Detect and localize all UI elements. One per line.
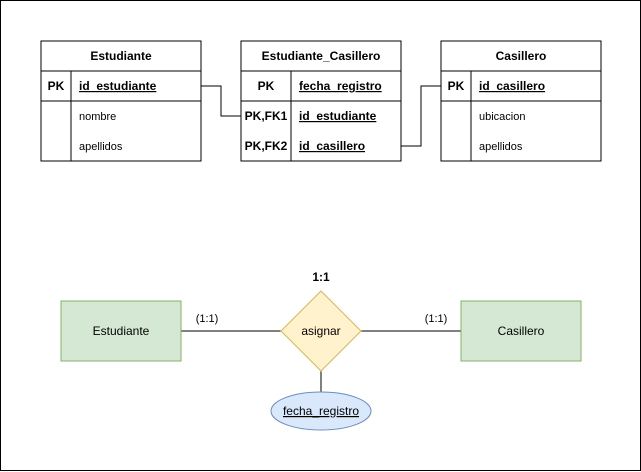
table-estudiante-casillero-field-2: id_estudiante xyxy=(299,109,377,123)
entity-casillero-label: Casillero xyxy=(498,324,545,338)
fk-connector-casillero xyxy=(401,85,441,147)
table-casillero-key-1: PK xyxy=(448,79,465,93)
fk-connector-estudiante xyxy=(201,85,241,117)
table-estudiante-casillero-title: Estudiante_Casillero xyxy=(262,49,381,63)
table-estudiante-field-3: apellidos xyxy=(79,141,123,153)
table-estudiante-casillero-key-3: PK,FK2 xyxy=(245,139,288,153)
cardinality-right-label: (1:1) xyxy=(425,313,448,325)
relationship-ratio-label: 1:1 xyxy=(312,270,330,284)
table-estudiante-field-2: nombre xyxy=(79,111,116,123)
entity-casillero xyxy=(460,300,582,362)
attribute-fecha-registro-label: fecha_registro xyxy=(283,404,359,418)
table-estudiante-key-1: PK xyxy=(48,79,65,93)
table-estudiante-casillero-key-1: PK xyxy=(258,79,275,93)
table-estudiante: Estudiante PK id_estudiante nombre apell… xyxy=(40,40,202,162)
table-estudiante-casillero: Estudiante_Casillero PK fecha_registro P… xyxy=(240,40,402,162)
relationship-asignar xyxy=(280,290,362,372)
table-casillero-field-1: id_casillero xyxy=(479,79,545,93)
cardinality-left-label: (1:1) xyxy=(196,313,219,325)
table-estudiante-casillero-field-1: fecha_registro xyxy=(299,79,382,93)
table-casillero-field-3: apellidos xyxy=(479,141,523,153)
table-casillero: Casillero PK id_casillero ubicacion apel… xyxy=(440,40,602,162)
relationship-asignar-label: asignar xyxy=(301,324,340,338)
table-casillero-field-2: ubicacion xyxy=(479,111,525,123)
table-estudiante-field-1: id_estudiante xyxy=(79,79,157,93)
table-estudiante-title: Estudiante xyxy=(90,49,152,63)
entity-estudiante-label: Estudiante xyxy=(93,324,150,338)
attribute-fecha-registro xyxy=(270,391,372,431)
table-estudiante-casillero-field-3: id_casillero xyxy=(299,139,365,153)
table-estudiante-casillero-key-2: PK,FK1 xyxy=(245,109,288,123)
entity-estudiante xyxy=(60,300,182,362)
table-casillero-title: Casillero xyxy=(496,49,547,63)
